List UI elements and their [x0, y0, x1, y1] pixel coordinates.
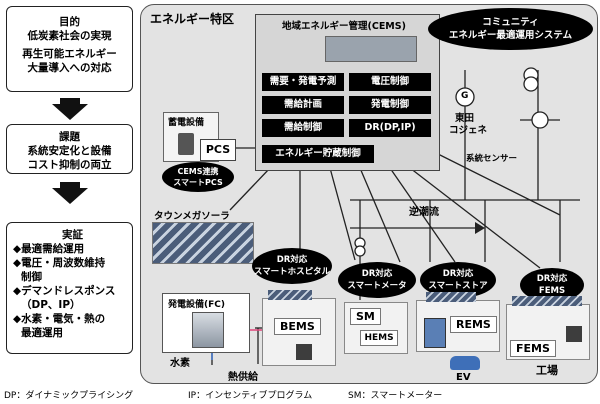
demo-item-6: ◆水素・電気・熱の: [13, 313, 106, 325]
heat-supply-label: 熱供給: [228, 372, 258, 383]
bems-solar: [268, 290, 312, 300]
rems-solar: [426, 292, 476, 302]
cems-fn-generation-control: 発電制御: [349, 96, 431, 114]
cems-fn-demand-forecast: 需要・発電予測: [262, 73, 344, 91]
cems-link-oval: CEMS連携 スマートPCS: [162, 162, 234, 192]
dr-store-line-2: スマートストア: [428, 281, 488, 291]
goal-heading: 目的: [59, 16, 80, 28]
goal-line-3: 大量導入への対応: [27, 62, 112, 74]
demo-item-5: （DP、IP）: [21, 299, 81, 311]
rems-label: REMS: [450, 316, 497, 333]
demo-item-7: 最適運用: [21, 327, 63, 339]
demo-item-2: ◆電圧・周波数維持: [13, 257, 106, 269]
dr-meter-line-2: スマートメータ: [347, 281, 407, 291]
issue-box: 課題 系統安定化と設備 コスト抑制の両立: [6, 124, 133, 174]
grid-sensor-label: 系統センサー: [466, 154, 518, 164]
footnote-sm: SM：スマートメーター: [348, 391, 443, 401]
generator-symbol: G: [461, 91, 469, 101]
battery-icon: [178, 133, 194, 155]
cems-fn-supply-plan: 需給計画: [262, 96, 344, 114]
region-title: エネルギー特区: [150, 12, 235, 26]
goal-line-2: 再生可能エネルギー: [22, 48, 117, 60]
community-line-2: エネルギー最適運用システム: [448, 30, 573, 41]
dr-fems-line-2: FEMS: [538, 286, 566, 296]
dr-store-line-1: DR対応: [442, 269, 474, 279]
footnote-dp: DP：ダイナミックプライシング: [4, 391, 134, 401]
issue-line-1: 系統安定化と設備: [27, 145, 112, 157]
ev-label: EV: [456, 372, 471, 383]
demo-box: 実証 ◆最適需給運用 ◆電圧・周波数維持 制御 ◆デマンドレスポンス （DP、I…: [6, 222, 133, 354]
demo-item-3: 制御: [21, 271, 42, 283]
dr-hospital-line-1: DR対応: [276, 255, 308, 265]
pcs-box: PCS: [200, 139, 236, 161]
cems-link-line-2: スマートPCS: [173, 178, 223, 187]
fc-label: 発電設備(FC): [168, 300, 225, 310]
down-arrow-1: [52, 104, 88, 120]
generator-line-2: コジェネ: [449, 125, 488, 136]
mega-solar-label: タウンメガソーラ: [154, 211, 230, 222]
fems-solar: [512, 296, 582, 306]
fc-unit-image: [192, 312, 224, 348]
goal-line-1: 低炭素社会の実現: [27, 30, 112, 42]
ev-car-icon: [450, 356, 480, 370]
mega-solar-array: [152, 222, 254, 264]
demo-item-4: ◆デマンドレスポンス: [13, 285, 116, 297]
dr-hospital-oval: DR対応 スマートホスピタル: [252, 248, 332, 284]
arrow-stem-1: [60, 98, 80, 104]
cems-title: 地域エネルギー管理(CEMS): [282, 21, 406, 32]
generator-line-1: 東田: [455, 113, 475, 124]
storage-label: 蓄電設備: [168, 118, 205, 128]
hydrogen-label: 水素: [170, 358, 190, 369]
cems-fn-supply-control: 需給制御: [262, 119, 344, 137]
demo-item-1: ◆最適需給運用: [13, 243, 85, 255]
bems-label: BEMS: [274, 318, 321, 335]
cems-fn-storage-control: エネルギー貯蔵制御: [262, 145, 374, 163]
arrow-stem-2: [60, 182, 80, 188]
fems-label: FEMS: [510, 340, 556, 357]
sm-label: SM: [350, 308, 381, 325]
dr-fems-line-1: DR対応: [536, 274, 568, 284]
footnote-ip: IP：インセンティブプログラム: [188, 391, 313, 401]
factory-label: 工場: [536, 364, 558, 377]
community-system-oval: コミュニティ エネルギー最適運用システム: [428, 8, 593, 50]
hems-box: HEMS: [360, 330, 398, 346]
dr-hospital-line-2: スマートホスピタル: [253, 267, 331, 277]
down-arrow-2: [52, 188, 88, 204]
ev-charger-icon: [424, 318, 446, 348]
issue-heading: 課題: [59, 131, 80, 143]
reverse-flow-label: 逆潮流: [409, 207, 439, 218]
dr-meter-oval: DR対応 スマートメータ: [338, 262, 416, 298]
issue-line-2: コスト抑制の両立: [27, 159, 112, 171]
bems-pcs-icon: [296, 344, 312, 360]
dr-meter-line-1: DR対応: [361, 269, 393, 279]
cems-link-line-1: CEMS連携: [177, 167, 219, 176]
goal-box: 目的 低炭素社会の実現 再生可能エネルギー 大量導入への対応: [6, 6, 133, 92]
fems-pcs-icon: [566, 326, 582, 342]
server-image: [325, 36, 417, 62]
demo-heading: 実証: [62, 229, 83, 241]
cems-fn-dr: DR(DP,IP): [349, 119, 431, 137]
community-line-1: コミュニティ: [482, 17, 539, 28]
cems-fn-voltage-control: 電圧制御: [349, 73, 431, 91]
